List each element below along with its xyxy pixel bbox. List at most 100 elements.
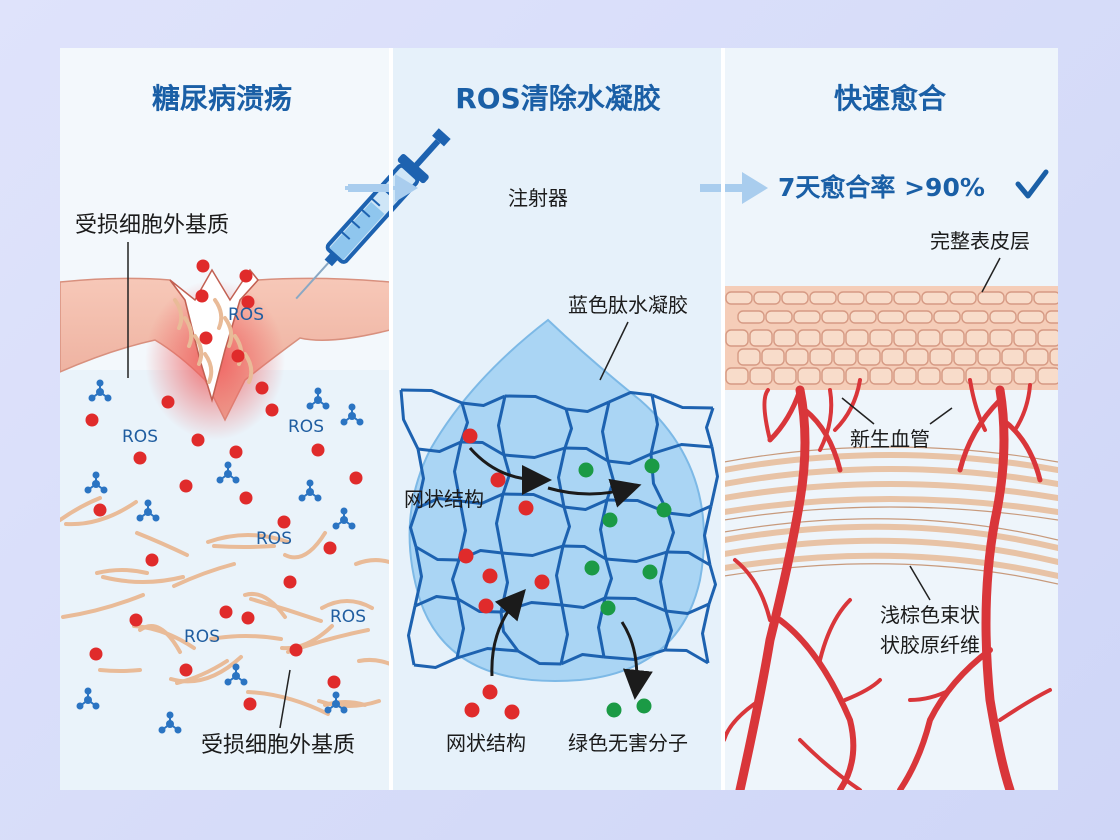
hydrogel-molecules <box>458 428 672 616</box>
wound-crater <box>169 268 259 403</box>
epidermis-cell <box>833 348 857 366</box>
network-strand <box>565 400 610 413</box>
label-hydrogel: 蓝色肽水凝胶 <box>568 293 688 317</box>
epidermis-cell <box>821 310 849 324</box>
ros-dot <box>265 403 279 417</box>
molecule-atom <box>332 691 340 699</box>
molecule-icon <box>84 471 108 494</box>
epidermis-cell <box>941 367 965 385</box>
network-strand <box>563 408 573 449</box>
fiber <box>323 700 367 707</box>
fiber <box>212 544 276 549</box>
molecule-atom <box>232 476 240 484</box>
harmless-molecule-dot <box>636 698 652 714</box>
molecule-icon <box>298 479 322 502</box>
fiber <box>209 634 283 641</box>
ros-label: ROS <box>122 427 158 447</box>
molecule-atom <box>340 516 348 524</box>
epidermis-cell <box>1005 291 1033 305</box>
molecule-icon <box>76 687 100 710</box>
new-blood-vessels <box>724 378 1052 790</box>
network-strand <box>649 394 659 455</box>
panel-title-hydrogel: ROS清除水凝胶 <box>455 82 661 115</box>
ros-label: ROS <box>184 627 220 647</box>
panel-title-ulcer: 糖尿病溃疡 <box>152 82 292 115</box>
network-strand <box>451 559 461 600</box>
network-strand <box>413 546 423 607</box>
epidermis-cell <box>949 291 977 305</box>
molecule-atom <box>232 672 240 680</box>
network-strand <box>601 401 611 462</box>
network-strand <box>604 596 667 613</box>
ros-dot <box>482 684 498 700</box>
epidermis-cell <box>725 367 749 385</box>
ros-label: ROS <box>330 607 366 627</box>
fiber <box>206 533 290 544</box>
conversion-arrow <box>547 478 642 508</box>
epidermis-cell <box>989 329 1013 347</box>
fiber <box>280 624 334 651</box>
molecule-atom <box>92 480 100 488</box>
molecule-atom <box>96 388 104 396</box>
epidermis-cell <box>1037 329 1058 347</box>
epidermis-cell <box>869 329 893 347</box>
network-strand <box>663 610 673 651</box>
network-strand <box>503 446 566 459</box>
ros-dot <box>241 611 255 625</box>
ros-dot <box>490 472 506 488</box>
network-strand <box>651 393 714 410</box>
label-syringe: 注射器 <box>508 186 568 210</box>
ros-dot <box>458 548 474 564</box>
molecule-atom <box>100 486 108 494</box>
ros-dot <box>289 643 303 657</box>
network-strand <box>599 499 609 560</box>
panel-title-healing: 快速愈合 <box>834 82 947 115</box>
molecule-atom <box>166 711 174 719</box>
epidermis-cell <box>905 310 933 324</box>
fiber <box>138 624 182 654</box>
molecule-atom <box>76 702 84 710</box>
molecule-atom <box>340 706 348 714</box>
fiber <box>317 699 381 708</box>
ros-dot <box>161 395 175 409</box>
epidermis-cell <box>725 329 749 347</box>
label-ecm-bottom: 受损细胞外基质 <box>201 733 355 758</box>
ros-dot <box>195 289 209 303</box>
fiber <box>135 531 189 557</box>
output-arrow <box>620 621 653 700</box>
collagen-bundles <box>724 452 1058 579</box>
molecule-icon <box>88 379 112 402</box>
label-collagen-line2: 状胶原纤维 <box>880 633 980 657</box>
epidermis-cell <box>865 291 893 305</box>
molecule-atom <box>340 418 348 426</box>
epidermis-cell <box>1013 367 1037 385</box>
label-ecm-top: 受损细胞外基质 <box>75 213 229 238</box>
molecule-atom <box>136 514 144 522</box>
network-strand <box>497 395 507 456</box>
ros-dot <box>196 259 210 273</box>
ros-dot <box>277 515 291 529</box>
molecule-atom <box>348 412 356 420</box>
ros-dot <box>243 697 257 711</box>
leader-ecm-bottom <box>279 669 291 729</box>
network-strand <box>709 446 719 507</box>
network-strand <box>703 505 713 566</box>
network-strand <box>605 550 668 563</box>
molecule-atom <box>306 488 314 496</box>
panel-fast-healing: 快速愈合 7天愈合率 >90% 完整表皮层 新生血管 浅棕色束状 状胶原纤维 <box>724 48 1058 790</box>
molecule-atom <box>348 403 356 411</box>
network-strand <box>407 605 417 666</box>
molecule-atom <box>166 720 174 728</box>
network-strand <box>665 512 675 553</box>
harmless-molecule-dot <box>656 502 672 518</box>
fiber <box>246 690 330 716</box>
ros-dot <box>327 675 341 689</box>
network-strand <box>504 394 567 411</box>
ros-dot <box>464 702 480 718</box>
input-arrow <box>490 588 526 677</box>
epidermis-cell <box>989 310 1017 324</box>
epidermis-cell <box>797 329 821 347</box>
harmless-molecule-dot <box>606 702 622 718</box>
ros-dot <box>241 295 255 309</box>
input-output-molecules <box>464 684 652 720</box>
